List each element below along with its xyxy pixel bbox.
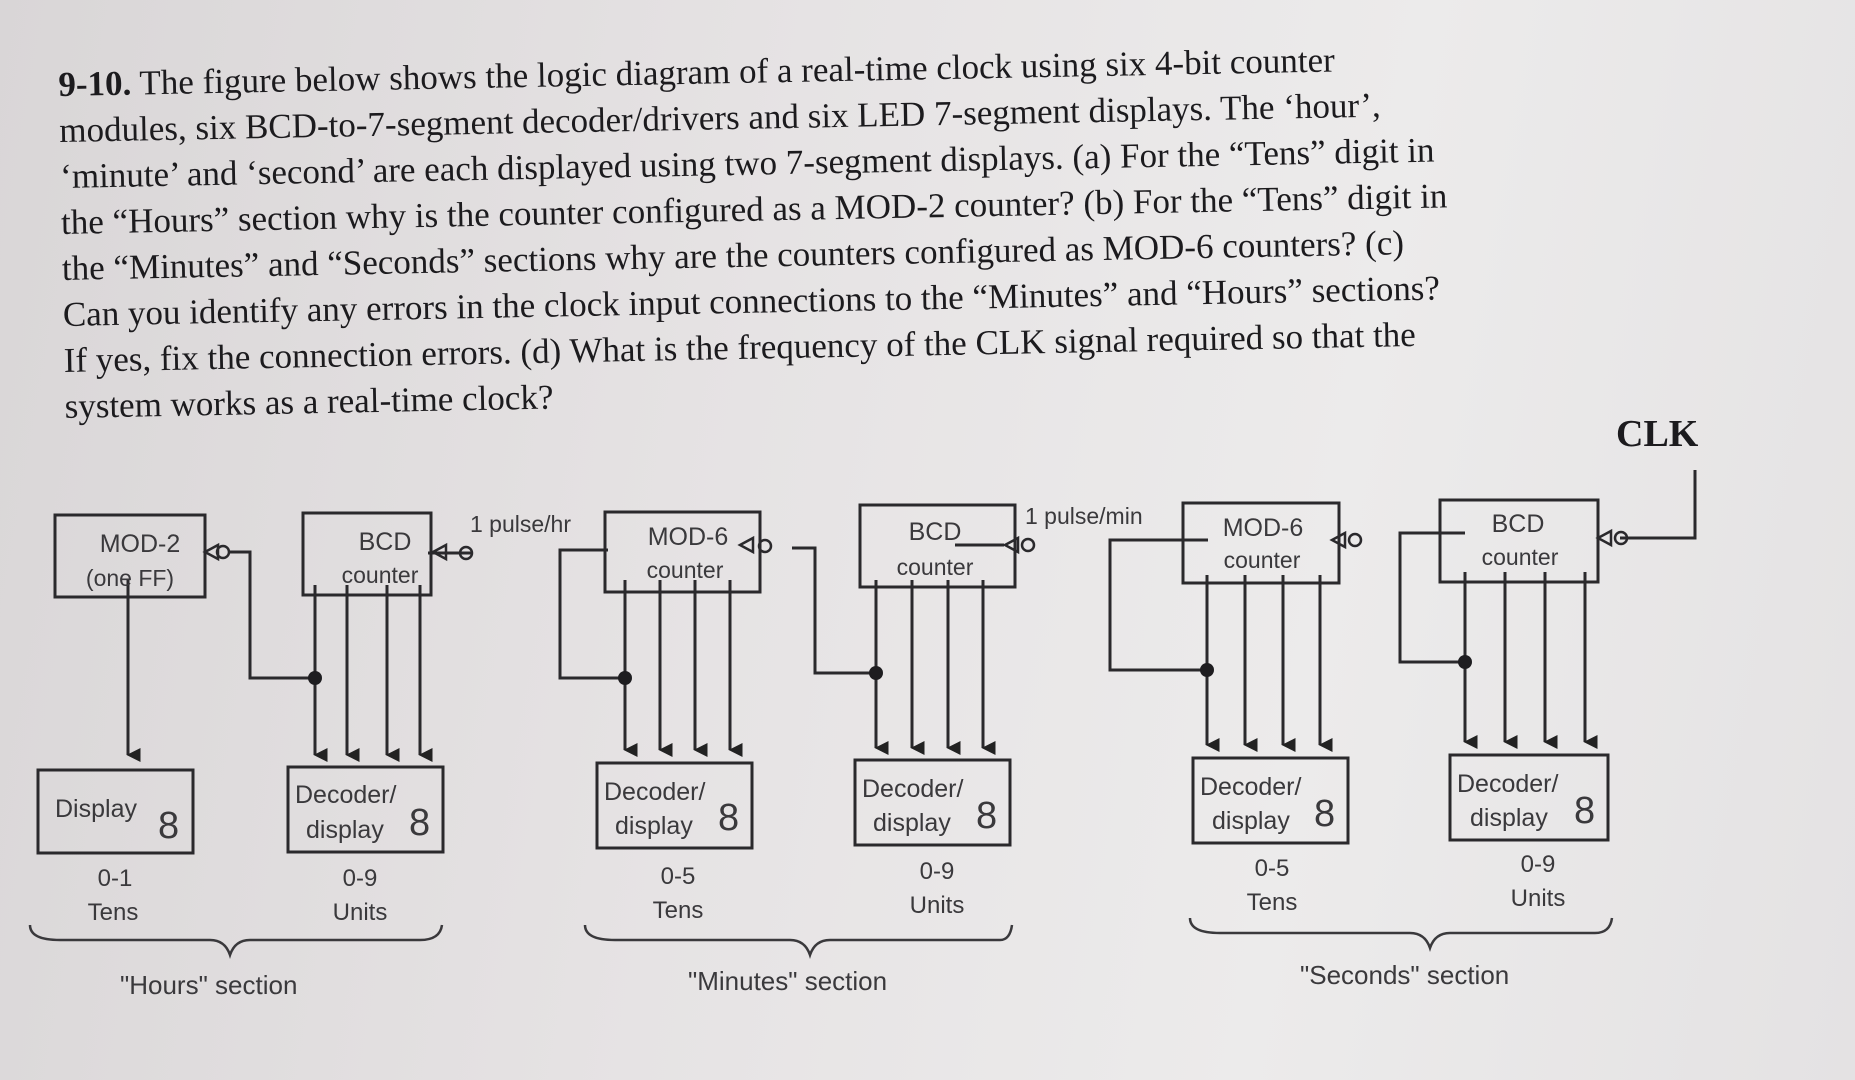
counter-seconds-units-line1: BCD: [1492, 510, 1545, 538]
counter-seconds-tens: MOD-6 counter: [1181, 501, 1363, 585]
counter-minutes-units-line2: counter: [897, 554, 974, 580]
clk-label: CLK: [1616, 413, 1699, 455]
display-seconds-tens: Decoder/ display 8 0-5 Tens: [1191, 756, 1350, 916]
counter-hours-units-line2: counter: [342, 562, 419, 588]
display-minutes-units-line1: Decoder/: [862, 775, 963, 803]
pulse-per-min-label: 1 pulse/min: [1025, 503, 1143, 529]
counter-minutes-units: BCD counter: [858, 503, 1036, 589]
minutes-brace: [583, 924, 1014, 959]
counter-minutes-tens-line2: counter: [647, 557, 724, 583]
counter-seconds-units-line2: counter: [1482, 544, 1559, 570]
seconds-section-label: "Seconds" section: [1300, 960, 1509, 990]
display-seconds-tens-line2: display: [1212, 807, 1290, 835]
seven-segment-digit: 8: [1314, 793, 1335, 835]
minutes-section-label: "Minutes" section: [688, 966, 887, 996]
counter-seconds-units: BCD counter: [1438, 498, 1629, 584]
display-seconds-units-line1: Decoder/: [1457, 770, 1558, 798]
display-minutes-units-range: 0-9: [920, 858, 955, 885]
section-braces: [28, 917, 1614, 959]
seconds-brace: [1188, 917, 1614, 952]
display-minutes-units-place: Units: [910, 892, 965, 919]
display-minutes-tens-range: 0-5: [661, 863, 696, 890]
display-hours-units: Decoder/ display 8 0-9 Units: [286, 765, 445, 926]
clock-input-icon: [1595, 528, 1613, 548]
seven-segment-digit: 8: [718, 797, 739, 839]
display-hours-tens-range: 0-1: [98, 865, 133, 892]
counter-minutes-units-line1: BCD: [909, 518, 962, 546]
display-seconds-units-line2: display: [1470, 804, 1548, 832]
display-hours-units-range: 0-9: [343, 865, 378, 892]
wires: [126, 470, 1697, 762]
display-hours-units-place: Units: [333, 899, 388, 926]
hours-section-label: "Hours" section: [120, 970, 297, 1000]
display-seconds-tens-line1: Decoder/: [1200, 773, 1301, 801]
display-minutes-tens-line1: Decoder/: [604, 778, 705, 806]
clock-input-icon: [737, 535, 755, 555]
pulse-per-hour-label: 1 pulse/hr: [470, 511, 571, 537]
counter-minutes-tens-line1: MOD-6: [648, 523, 729, 551]
display-minutes-tens-place: Tens: [653, 897, 704, 924]
display-seconds-tens-place: Tens: [1247, 889, 1298, 916]
display-seconds-units-place: Units: [1511, 885, 1566, 912]
counter-hours-units-line1: BCD: [359, 528, 412, 556]
counter-hours-units: BCD counter: [301, 511, 474, 597]
clock-input-icon: [1329, 530, 1347, 550]
seven-segment-digit: 8: [976, 795, 997, 837]
seven-segment-digit: 8: [409, 802, 430, 844]
display-seconds-units-range: 0-9: [1521, 851, 1556, 878]
hours-brace: [28, 924, 444, 959]
display-hours-tens-place: Tens: [88, 899, 139, 926]
display-minutes-tens: Decoder/ display 8 0-5 Tens: [595, 761, 754, 924]
junction-dots: [308, 655, 1472, 685]
counter-seconds-tens-line1: MOD-6: [1223, 514, 1304, 542]
display-hours-tens: Display 8 0-1 Tens: [36, 768, 195, 926]
counter-mod2-line2: (one FF): [86, 565, 174, 591]
seven-segment-digit: 8: [1574, 790, 1595, 832]
display-hours-units-line1: Decoder/: [295, 781, 396, 809]
clock-input-icon: [430, 542, 448, 562]
seven-segment-digit: 8: [158, 805, 179, 847]
clock-input-icon: [1002, 535, 1020, 555]
display-minutes-units-line2: display: [873, 809, 951, 837]
counter-minutes-tens: MOD-6 counter: [603, 510, 773, 594]
display-hours-units-line2: display: [306, 816, 384, 844]
display-minutes-tens-line2: display: [615, 812, 693, 840]
counter-mod2-line1: MOD-2: [100, 530, 181, 558]
display-minutes-units: Decoder/ display 8 0-9 Units: [853, 758, 1012, 919]
display-hours-tens-line1: Display: [55, 795, 137, 823]
display-seconds-units: Decoder/ display 8 0-9 Units: [1448, 753, 1610, 912]
display-seconds-tens-range: 0-5: [1255, 855, 1290, 882]
counter-mod2: MOD-2 (one FF): [53, 513, 231, 599]
counter-seconds-tens-line2: counter: [1224, 547, 1301, 573]
